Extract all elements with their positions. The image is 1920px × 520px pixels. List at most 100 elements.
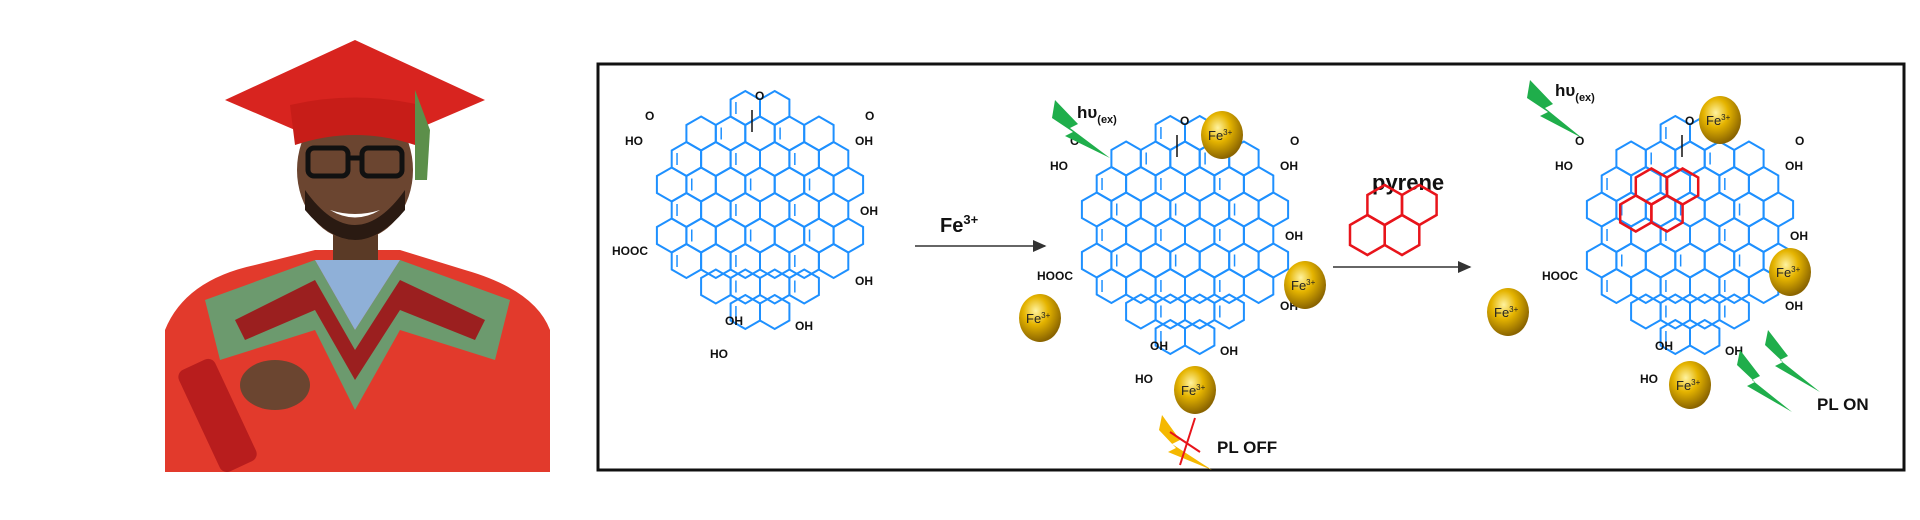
hexagon-ring [759, 242, 791, 280]
hexagon-ring [1718, 293, 1750, 330]
lightning-icon-pl-off [1159, 415, 1212, 470]
lightning-icon-pl-on-1 [1765, 330, 1820, 392]
functional-group-label: O [1180, 114, 1189, 128]
fe-ion: Fe3+ [1201, 111, 1243, 159]
portrait-photo [165, 30, 550, 472]
lightning-icon-pl-on-2 [1737, 350, 1792, 412]
functional-group-label: HO [710, 347, 728, 361]
hexagon-ring [1213, 267, 1245, 305]
pyrene-ring [1650, 194, 1684, 233]
fe-ion-label: Fe3+ [1181, 383, 1206, 398]
fe-ion: Fe3+ [1174, 366, 1216, 414]
hexagon-ring [1154, 293, 1186, 330]
fe-ion-label: Fe3+ [1676, 378, 1701, 393]
bound-pyrene-molecule [1618, 167, 1700, 233]
fe-ion-label: Fe3+ [1494, 305, 1519, 320]
fe-ion-label: Fe3+ [1291, 278, 1316, 293]
hexagon-ring [1689, 267, 1721, 305]
hexagon-ring [788, 242, 820, 280]
cross-mark [1179, 417, 1196, 466]
hexagon-ring [1242, 267, 1275, 305]
fe-ion-sphere [1019, 294, 1061, 342]
glasses [305, 145, 405, 179]
hexagon-ring [759, 268, 791, 305]
fe-ion-sphere [1487, 288, 1529, 336]
fe-ion: Fe3+ [1669, 361, 1711, 409]
functional-group-label: HOOC [612, 244, 648, 258]
hexagon-ring [759, 293, 791, 331]
pyrene-molecule [1348, 183, 1438, 257]
hexagon-ring [729, 242, 761, 280]
functional-group-label: O [865, 109, 874, 123]
functional-group-label: HOOC [1542, 269, 1578, 283]
functional-group-label: HO [1135, 372, 1153, 386]
functional-group-label: OH [725, 314, 743, 328]
fe-ion: Fe3+ [1769, 248, 1811, 296]
hexagon-ring [1659, 267, 1691, 305]
fe-ion-label: Fe3+ [1706, 113, 1731, 128]
fe-ion: Fe3+ [1019, 294, 1061, 342]
scheme-frame [596, 62, 1906, 472]
functional-group-label: OH [1280, 159, 1298, 173]
functional-group-label: HO [1050, 159, 1068, 173]
functional-group-label: OH [1220, 344, 1238, 358]
hexagon-ring [1095, 267, 1128, 305]
functional-group-label: OH [1725, 344, 1743, 358]
hexagon-ring [1125, 267, 1157, 305]
functional-group-label: O [1575, 134, 1584, 148]
functional-group-label: O [1070, 134, 1079, 148]
hexagon-ring [1184, 267, 1216, 305]
hexagon-ring [1154, 267, 1186, 305]
hexagon-ring [700, 268, 732, 305]
functional-group-label: OH [1285, 229, 1303, 243]
hexagon-ring [670, 242, 703, 280]
hexagon-ring [1184, 293, 1216, 330]
lightning-icon-excitation-1 [1052, 100, 1110, 158]
excitation-label-1: hυ(ex) [1077, 103, 1117, 126]
hexagon-ring [1718, 267, 1750, 305]
hexagon-ring [729, 268, 761, 305]
fe-ion-label: Fe3+ [1208, 128, 1233, 143]
hexagon-ring [1689, 293, 1721, 330]
fe-ion-sphere [1174, 366, 1216, 414]
functional-group-label: OH [795, 319, 813, 333]
fe-ion-sphere [1284, 261, 1326, 309]
hexagon-ring [1689, 318, 1721, 356]
hexagon-ring [788, 268, 820, 305]
reagent-fe-label: Fe3+ [940, 212, 979, 237]
fe-ion: Fe3+ [1487, 288, 1529, 336]
functional-group-label: O [1290, 134, 1299, 148]
fe-ion-label: Fe3+ [1026, 311, 1051, 326]
hexagon-ring [1630, 267, 1662, 305]
functional-group-label: OH [1785, 159, 1803, 173]
functional-group-label: HO [1555, 159, 1573, 173]
hexagon-ring [1659, 293, 1691, 330]
functional-group-label: OH [860, 204, 878, 218]
functional-group-label: OH [855, 274, 873, 288]
functional-group-label: OH [1655, 339, 1673, 353]
fe-ion-sphere [1699, 96, 1741, 144]
functional-group-label: O [645, 109, 654, 123]
hexagon-ring [1184, 318, 1216, 356]
functional-group-label: OH [1150, 339, 1168, 353]
fe-ion: Fe3+ [1284, 261, 1326, 309]
pyrene-ring [1383, 213, 1421, 257]
functional-group-label: O [1685, 114, 1694, 128]
pl-on-label: PL ON [1817, 395, 1869, 414]
functional-group-label: O [1795, 134, 1804, 148]
fe-ion-label: Fe3+ [1776, 265, 1801, 280]
hexagon-ring [1630, 293, 1662, 330]
hexagon-ring [1213, 293, 1245, 330]
functional-group-label: HOOC [1037, 269, 1073, 283]
hexagon-ring [1600, 267, 1633, 305]
functional-group-label: HO [625, 134, 643, 148]
pyrene-ring [1348, 213, 1386, 257]
excitation-label-2: hυ(ex) [1555, 81, 1595, 104]
fe-ion: Fe3+ [1699, 96, 1741, 144]
pl-off-label: PL OFF [1217, 438, 1277, 457]
functional-group-label: O [755, 89, 764, 103]
fe-ion-sphere [1669, 361, 1711, 409]
